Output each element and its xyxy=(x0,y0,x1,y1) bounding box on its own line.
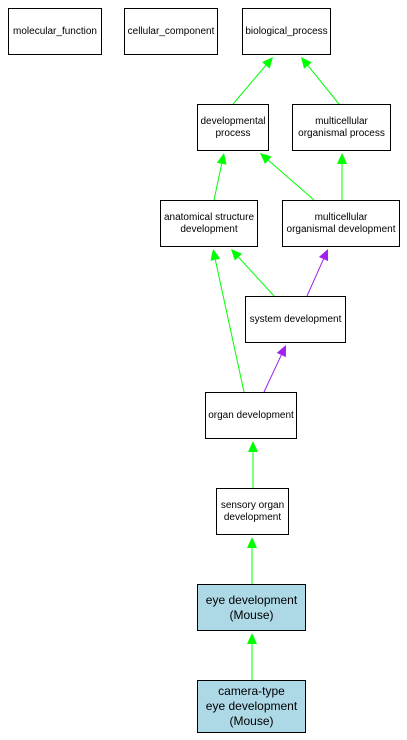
edge-part-of-organ-development xyxy=(263,354,282,393)
arrowhead-icon xyxy=(247,537,257,548)
node-eye-development[interactable]: eye development (Mouse) xyxy=(197,584,306,631)
node-multicellular-organismal-process[interactable]: multicellular organismal process xyxy=(292,104,391,151)
arrowhead-icon xyxy=(248,441,258,452)
node-anatomical-structure-development[interactable]: anatomical structure development xyxy=(160,200,258,247)
node-sensory-organ-development[interactable]: sensory organ development xyxy=(216,488,289,535)
edge-part-of-system-development xyxy=(306,258,324,297)
arrowhead-icon xyxy=(337,153,347,164)
node-camera-type-eye-development[interactable]: camera-type eye development (Mouse) xyxy=(197,680,306,733)
arrowhead-icon xyxy=(260,153,272,164)
node-molecular-function[interactable]: molecular_function xyxy=(8,8,102,55)
arrowhead-icon xyxy=(247,633,257,644)
node-multicellular-organismal-development[interactable]: multicellular organismal development xyxy=(282,200,400,247)
edge-is-a-system-development xyxy=(238,256,275,297)
arrowhead-icon xyxy=(276,345,286,358)
arrowhead-icon xyxy=(318,249,329,262)
node-developmental-process[interactable]: developmental process xyxy=(197,104,269,151)
arrowhead-icon xyxy=(210,249,221,261)
arrowhead-icon xyxy=(262,57,273,69)
arrowhead-icon xyxy=(231,249,243,261)
node-organ-development[interactable]: organ development xyxy=(205,392,297,439)
arrowhead-icon xyxy=(216,153,227,165)
edge-is-a-developmental-process xyxy=(232,65,267,105)
node-biological-process[interactable]: biological_process xyxy=(242,8,331,55)
node-cellular-component[interactable]: cellular_component xyxy=(124,8,218,55)
arrowhead-icon xyxy=(301,57,312,69)
edge-is-a-multicellular-organismal-development xyxy=(267,159,315,201)
edge-is-a-anatomical-structure-development xyxy=(213,163,223,201)
edge-is-a-organ-development xyxy=(214,259,245,393)
edge-is-a-multicellular-organismal-process xyxy=(307,65,340,105)
node-system-development[interactable]: system development xyxy=(245,296,346,343)
